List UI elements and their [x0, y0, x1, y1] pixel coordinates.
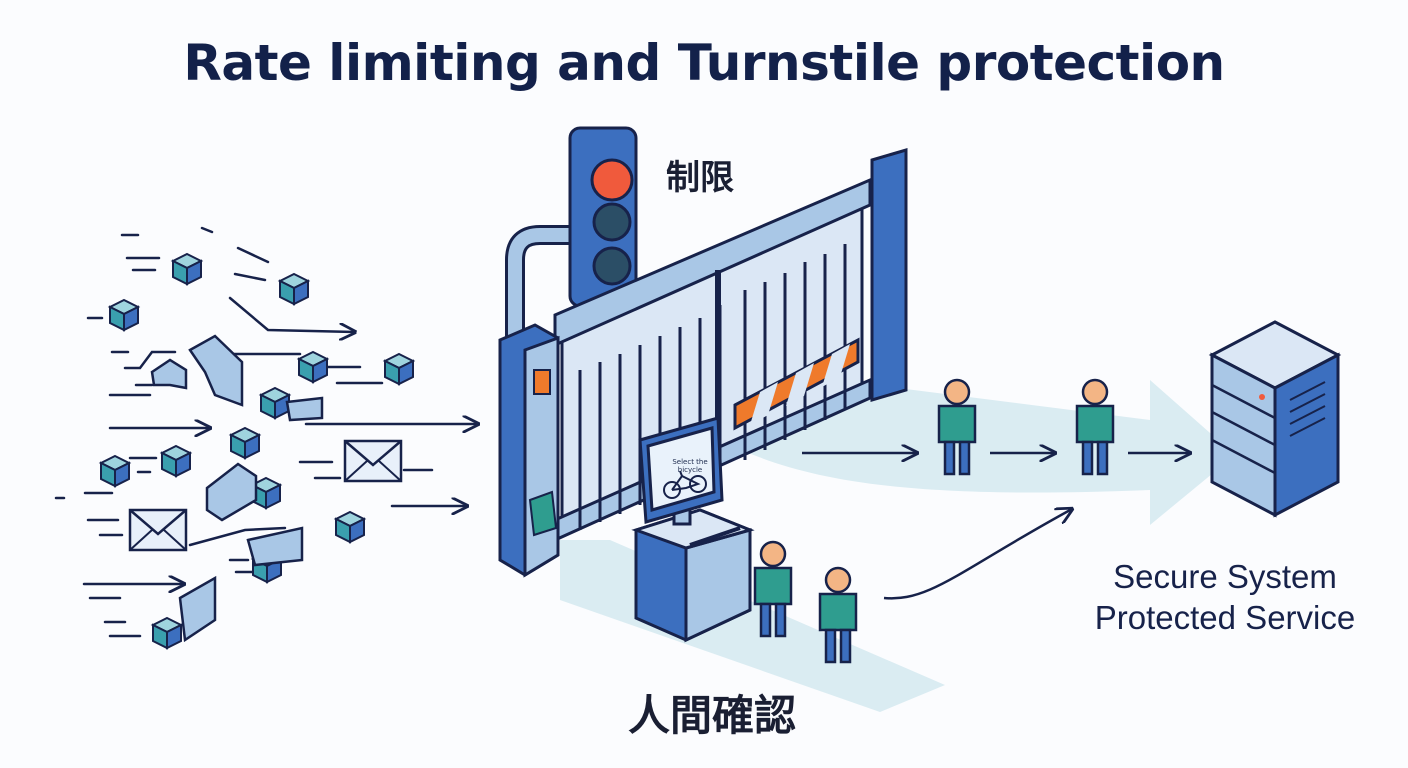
secure-system-text: Secure System [1113, 558, 1337, 595]
box-shapes [150, 334, 324, 643]
secure-service-label: Secure System Protected Service [1060, 556, 1390, 638]
server-icon [1208, 320, 1342, 518]
rate-limit-label: 制限 [666, 158, 734, 198]
captcha-prompt: Select the bicycle [672, 458, 708, 474]
flow-arrows [802, 453, 1190, 600]
human-check-label: 人間確認 [628, 691, 797, 740]
protected-service-text: Protected Service [1094, 599, 1356, 636]
page-title: Rate limiting and Turnstile protection [183, 34, 1225, 92]
incoming-traffic [54, 226, 478, 638]
bicycle-icon [663, 470, 707, 499]
turnstile-kiosk-icon [631, 416, 755, 643]
